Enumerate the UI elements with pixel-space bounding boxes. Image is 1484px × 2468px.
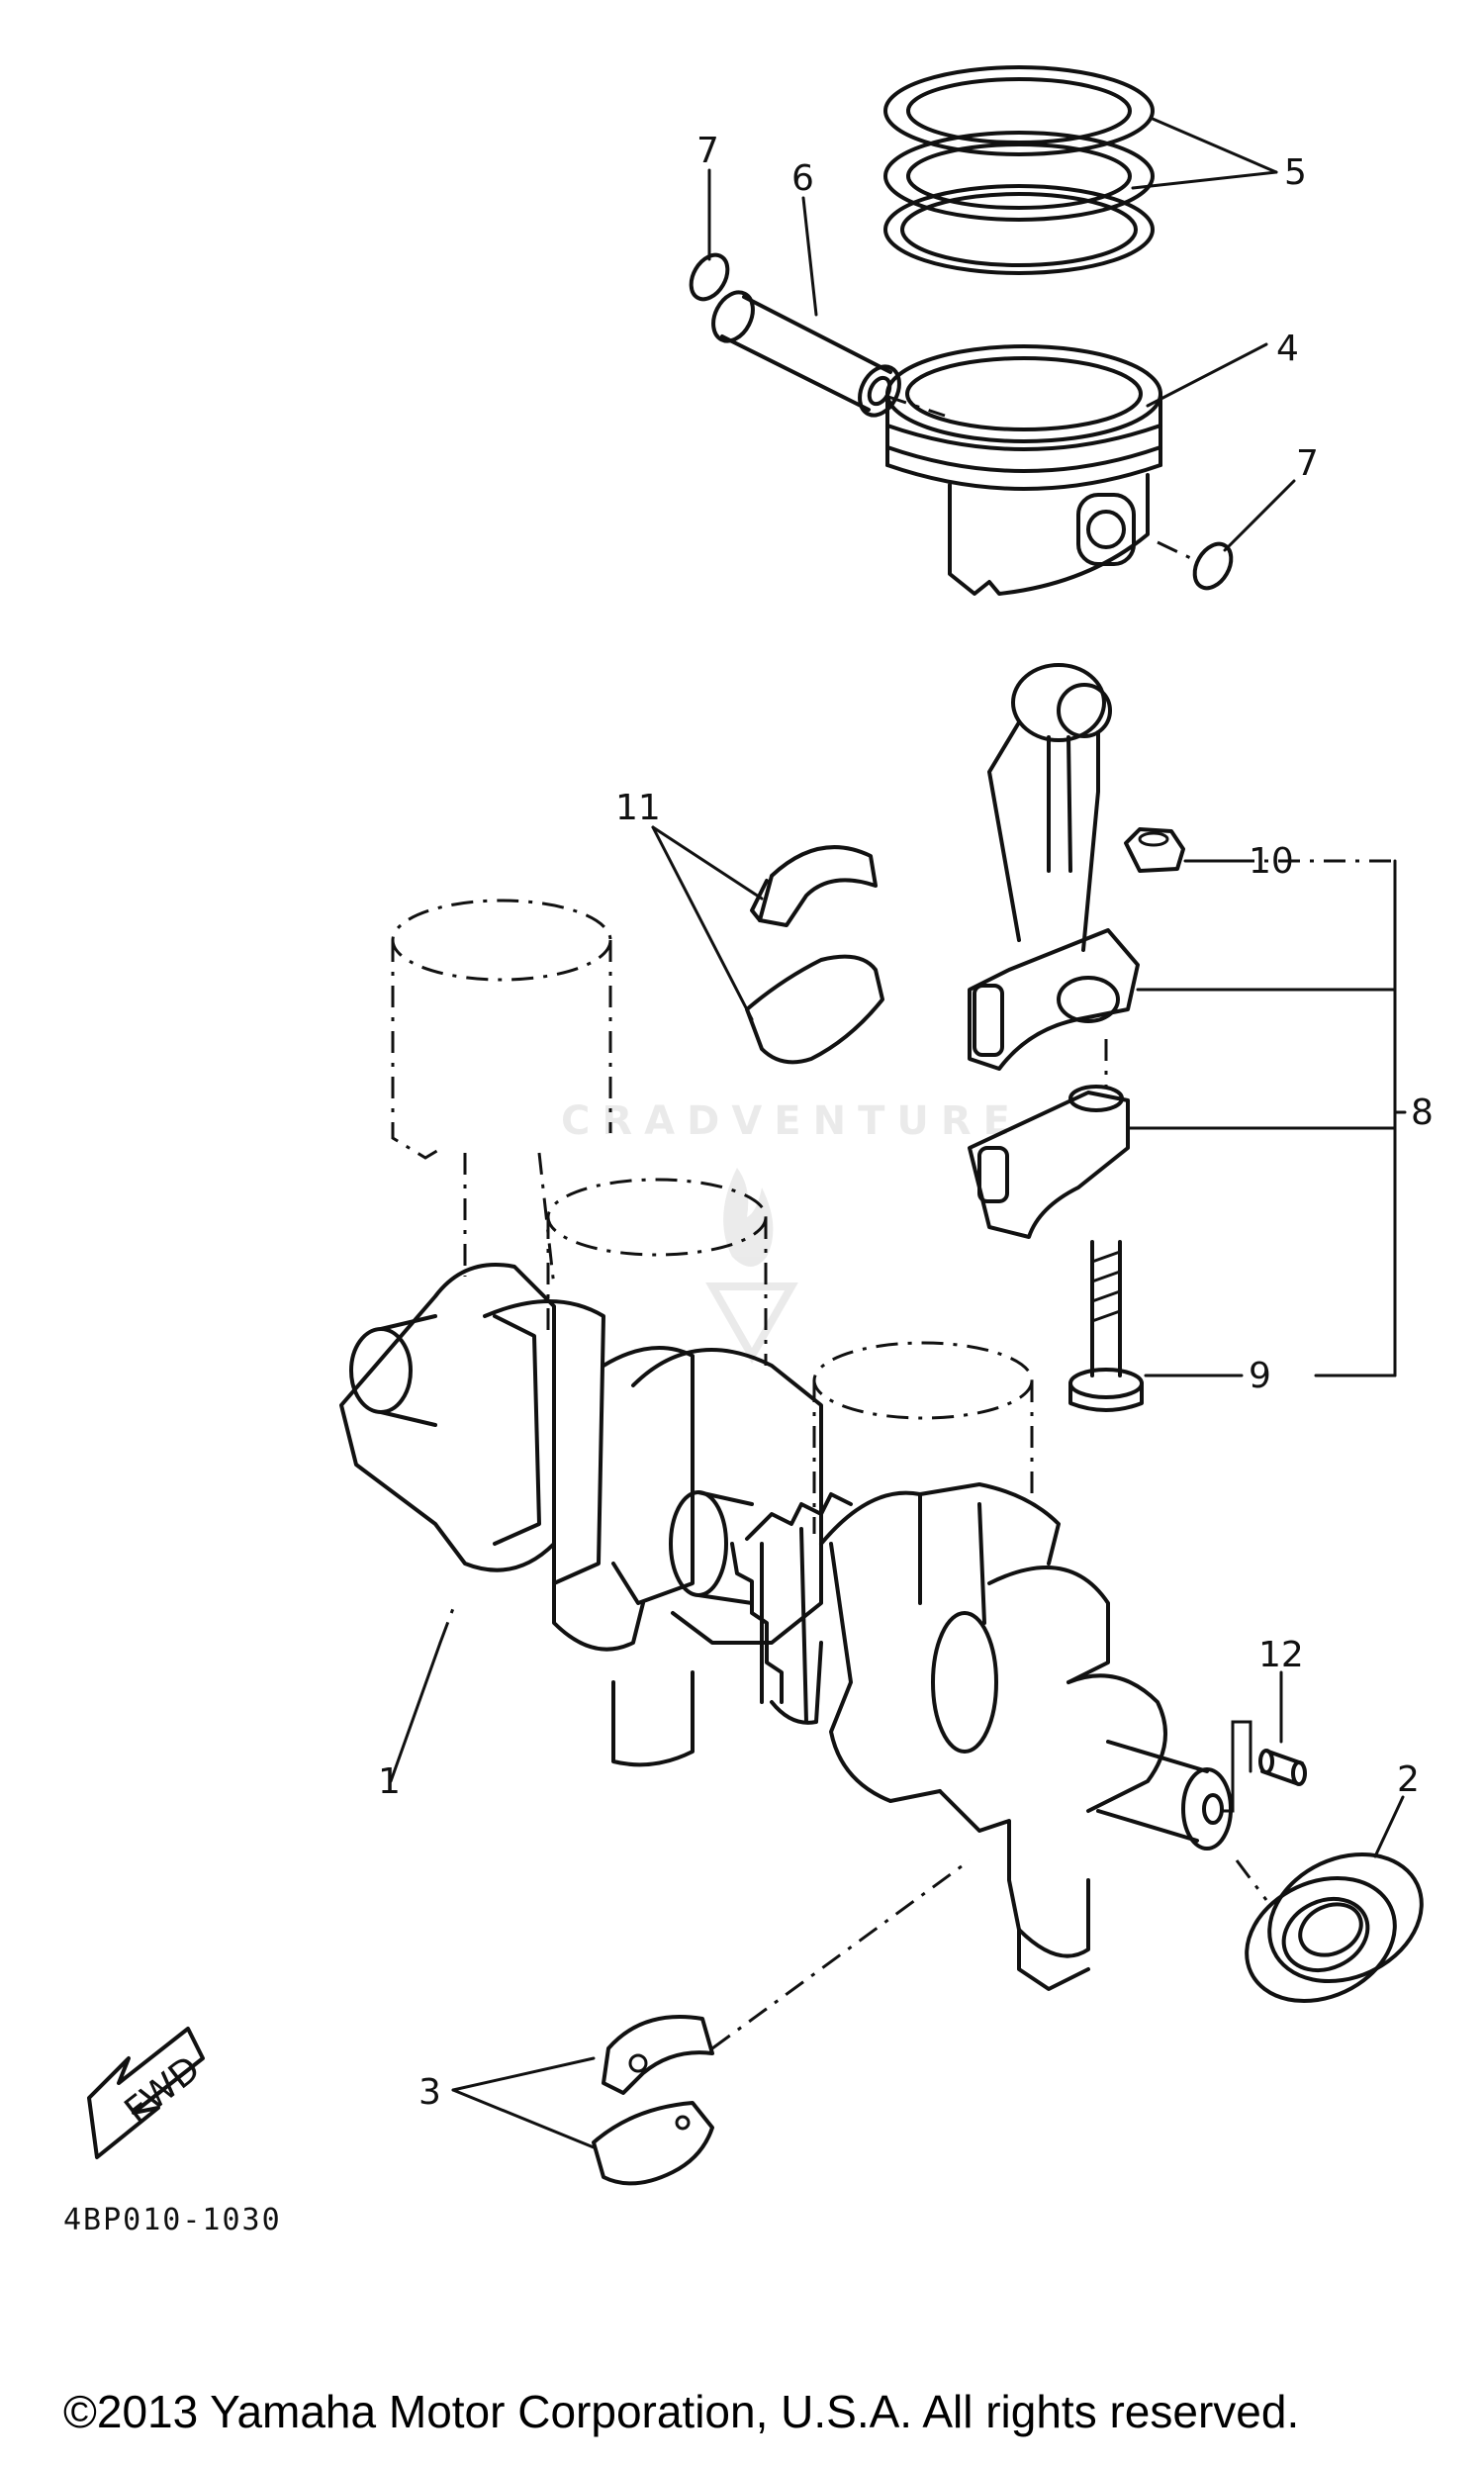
- callout-3: 3: [418, 2072, 441, 2113]
- big-end-bearing-upper: [750, 845, 878, 927]
- dowel-pin: [1258, 1749, 1307, 1786]
- leader-11: [651, 825, 764, 1021]
- crank-sprocket: [730, 1492, 853, 1725]
- main-bearing-upper: [602, 2015, 714, 2095]
- callout-9: 9: [1249, 1356, 1271, 1396]
- callout-8: 8: [1411, 1092, 1434, 1133]
- leader-4: [1146, 342, 1268, 408]
- watermark-text: CRADVENTURE: [561, 1098, 1022, 1144]
- flame-logo-icon: [705, 1168, 798, 1365]
- leader-6: [801, 196, 946, 418]
- callout-6: 6: [791, 158, 814, 199]
- fwd-arrow-icon: FWD: [87, 2027, 208, 2159]
- phantom-piston-1: [391, 899, 612, 1287]
- piston-pin: [711, 290, 901, 418]
- drawing-code: 4BP010-1030: [63, 2203, 282, 2237]
- leader-5: [1131, 117, 1278, 190]
- leader-7: [707, 168, 1296, 564]
- leader-8-bracket: [1104, 859, 1407, 1377]
- callout-10: 10: [1249, 841, 1294, 882]
- rod-nut: [1124, 827, 1185, 873]
- leader-2: [1235, 1795, 1405, 1901]
- circlip-right: [1192, 541, 1234, 591]
- rod-bolt: [1068, 1240, 1144, 1412]
- oil-seal: [1245, 1851, 1424, 2004]
- callout-2: 2: [1397, 1759, 1420, 1800]
- leader-3: [451, 1858, 971, 2149]
- copyright-notice: ©2013 Yamaha Motor Corporation, U.S.A. A…: [63, 2386, 1300, 2437]
- callout-5: 5: [1284, 152, 1307, 193]
- phantom-piston-2: [546, 1178, 768, 1366]
- piston-rings: [883, 65, 1155, 275]
- phantom-piston-3: [812, 1341, 1034, 1534]
- callout-1: 1: [378, 1761, 401, 1802]
- big-end-bearing-lower: [745, 954, 884, 1065]
- circlip-left: [689, 252, 730, 302]
- leader-12: [1221, 1670, 1283, 1813]
- callout-11: 11: [615, 788, 661, 828]
- callout-7-right: 7: [1296, 443, 1319, 484]
- rod-cap: [968, 1085, 1130, 1239]
- callout-labels: 1 2 3 4 5 6 7 7 8 9 10 11 12: [378, 131, 1434, 2113]
- callout-4: 4: [1276, 329, 1299, 369]
- callout-12: 12: [1258, 1635, 1304, 1675]
- connecting-rod: [968, 663, 1140, 1071]
- crankshaft: [339, 1263, 1233, 1991]
- main-bearing-lower: [592, 2101, 714, 2186]
- leader-1: [389, 1602, 457, 1783]
- callout-7-left: 7: [696, 131, 719, 171]
- piston: [885, 344, 1162, 596]
